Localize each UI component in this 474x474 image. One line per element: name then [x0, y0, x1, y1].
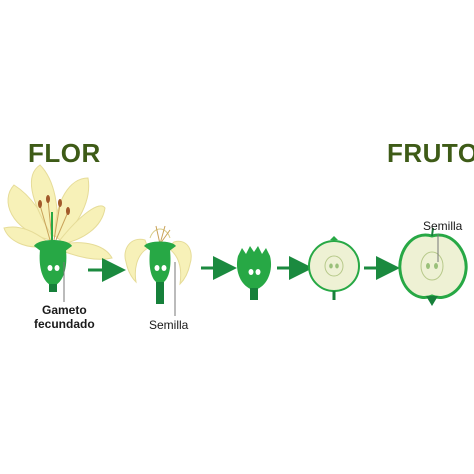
seed-label-fruit: Semilla: [423, 219, 463, 233]
stage-flower: [3, 164, 113, 302]
stage-developing-ovary: [236, 246, 272, 300]
fertilized-gamete-label-line2: fecundado: [34, 317, 95, 331]
stage-young-fruit: [308, 236, 360, 300]
fruit-heading: FRUTO: [387, 138, 474, 168]
fertilized-gamete-label: Gameto fecundado: [34, 303, 106, 331]
flower-heading: FLOR: [28, 138, 101, 168]
stage-wilting-flower: [124, 225, 192, 316]
fertilized-gamete-label-line1: Gameto: [42, 303, 87, 317]
seed-label-stage2: Semilla: [149, 318, 189, 332]
stage-mature-fruit: [398, 227, 468, 306]
